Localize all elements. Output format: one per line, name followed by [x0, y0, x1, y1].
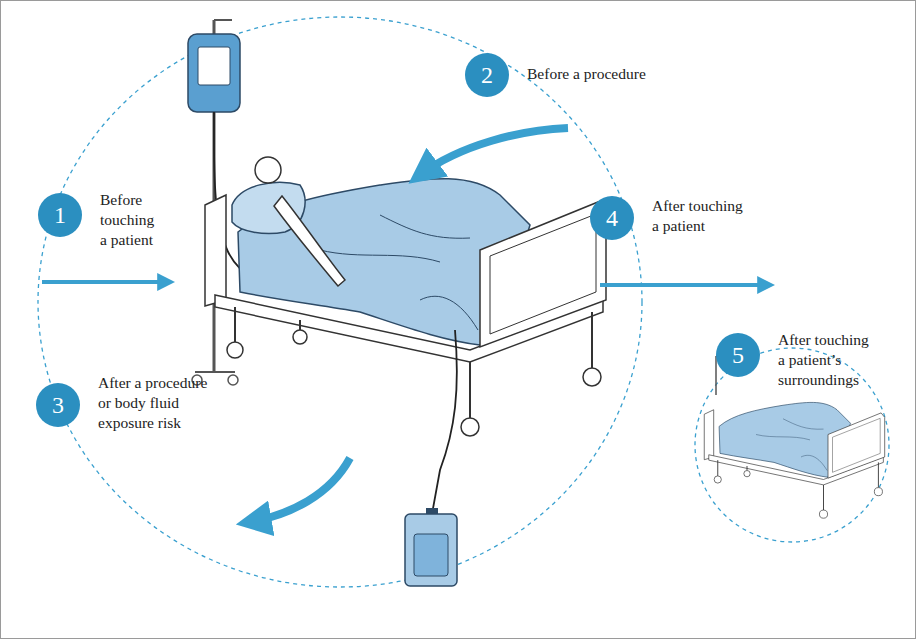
moment-label: After a procedure or body fluid exposure…	[98, 373, 212, 433]
patient-bed	[205, 157, 606, 436]
moment-circle: 3After a procedure or body fluid exposur…	[36, 383, 80, 427]
drainage-bag	[405, 330, 457, 586]
moment-label: After touching a patient	[652, 196, 746, 236]
moment-label: Before touching a patient	[100, 190, 158, 250]
moment-label: After touching a patient’s surroundings	[778, 330, 872, 390]
moment-circle: 2Before a procedure	[465, 53, 509, 97]
moment-circle: 1Before touching a patient	[38, 193, 82, 237]
moment-label: Before a procedure	[527, 64, 646, 84]
callout-number: 1	[38, 193, 82, 237]
patient-zone	[38, 17, 642, 587]
callout-number: 4	[590, 196, 634, 240]
callout-number: 2	[465, 53, 509, 97]
moment-arrows	[42, 128, 768, 522]
callout-number: 3	[36, 383, 80, 427]
moment-circle: 5After touching a patient’s surroundings	[716, 333, 760, 377]
moment-circle: 4After touching a patient	[590, 196, 634, 240]
callout-number: 5	[716, 333, 760, 377]
